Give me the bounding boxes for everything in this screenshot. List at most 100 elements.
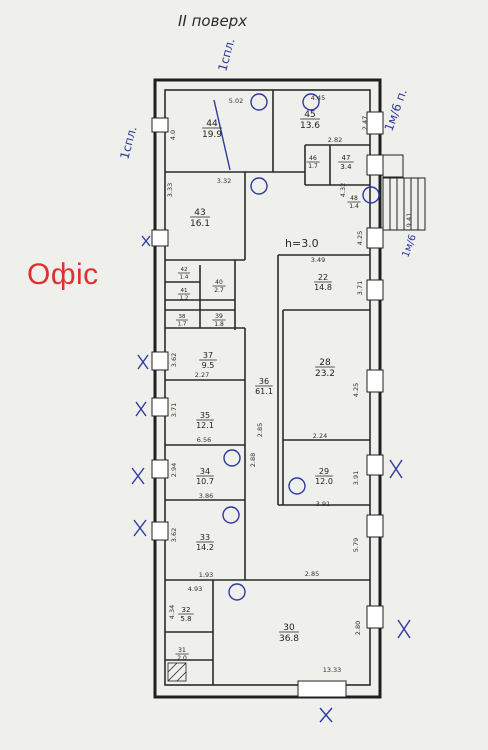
dimension-label: 5.02 <box>229 97 243 105</box>
dimension-label: 5.79 <box>352 538 360 552</box>
margin-note-right-lower: 1м/6 <box>400 233 418 259</box>
dimension-label: 2.88 <box>249 453 257 467</box>
dimension-label: 2.94 <box>170 463 178 477</box>
dimension-label: 2.80 <box>354 621 362 635</box>
dimension-label: 4.25 <box>356 231 364 245</box>
margin-note-top: 1спл. <box>215 37 237 73</box>
dimension-label: 3.86 <box>199 492 213 500</box>
dimension-label: 3.62 <box>170 528 178 542</box>
room-area: 23.2 <box>315 369 335 379</box>
dimension-label: 4.34 <box>168 605 176 619</box>
dimension-label: 4.45 <box>311 94 325 102</box>
room-40: 402.7 <box>212 279 226 294</box>
dimension-label: 2.27 <box>195 371 209 379</box>
dimension-label: 4.93 <box>188 585 202 593</box>
room-area: 1.7 <box>308 163 318 170</box>
room-number: 48 <box>350 195 358 202</box>
room-number: 28 <box>319 358 331 368</box>
room-area: 5.8 <box>180 615 191 623</box>
dimension-label: 6.56 <box>197 436 211 444</box>
room-area: 19.9 <box>202 130 222 140</box>
ceiling-height: h=3.0 <box>285 237 319 250</box>
dimension-label: 1.93 <box>199 571 213 579</box>
room-number: 37 <box>203 351 213 360</box>
room-area: 61.1 <box>255 387 273 396</box>
windows-left <box>151 117 169 541</box>
room-number: 30 <box>283 623 295 633</box>
room-labels: 4419.94513.6461.7473.4481.44316.12214.84… <box>175 110 361 662</box>
room-number: 22 <box>318 273 328 282</box>
room-area: 36.8 <box>279 634 299 644</box>
room-number: 36 <box>259 377 269 386</box>
room-number: 33 <box>200 533 210 542</box>
room-area: 2.7 <box>214 287 224 294</box>
room-48: 481.4 <box>347 195 361 210</box>
dimension-label: 3.91 <box>352 471 360 485</box>
dimension-label: 3.62 <box>170 353 178 367</box>
room-38: 381.7 <box>175 314 189 328</box>
room-number: 41 <box>181 288 188 294</box>
room-area: 1.2 <box>180 296 189 302</box>
dimension-label: 9.41 <box>405 213 413 227</box>
room-area: 1.4 <box>349 203 359 210</box>
dimension-label: 3.91 <box>316 500 330 508</box>
room-46: 461.7 <box>306 155 320 170</box>
room-number: 40 <box>215 279 223 286</box>
pen-marks <box>131 93 411 723</box>
room-area: 3.4 <box>340 163 352 171</box>
room-47: 473.4 <box>338 154 354 171</box>
office-overlay-label: Офіс <box>27 258 99 291</box>
window-bottom <box>297 680 347 698</box>
hatched-shaft <box>167 662 187 682</box>
room-area: 2.0 <box>177 655 187 662</box>
room-number: 31 <box>178 647 186 654</box>
room-area: 10.7 <box>196 477 214 486</box>
room-area: 9.5 <box>202 361 215 370</box>
dimension-label: 2.82 <box>328 136 342 144</box>
room-number: 32 <box>182 606 191 614</box>
room-area: 14.2 <box>196 543 214 552</box>
room-number: 38 <box>179 314 186 320</box>
dimension-label: 2.47 <box>361 116 369 130</box>
room-42: 421.4 <box>177 267 191 281</box>
room-number: 46 <box>309 155 317 162</box>
exterior-stair <box>382 154 426 231</box>
room-number: 43 <box>194 208 205 218</box>
dimension-label: 4.0 <box>169 130 177 140</box>
room-number: 34 <box>200 467 210 476</box>
room-area: 1.7 <box>178 322 187 328</box>
dimension-label: 2.85 <box>305 570 319 578</box>
dimension-label: 3.71 <box>170 403 178 417</box>
room-number: 45 <box>304 110 315 120</box>
room-area: 12.1 <box>196 421 214 430</box>
floor-title: II поверх <box>178 12 247 30</box>
room-number: 47 <box>342 154 351 162</box>
room-37: 379.5 <box>199 351 217 370</box>
room-32: 325.8 <box>178 606 194 623</box>
room-area: 14.8 <box>314 283 332 292</box>
margin-note-right: 1м/6 п. <box>382 87 410 133</box>
dimension-label: 3.71 <box>356 281 364 295</box>
dimension-label: 13.33 <box>323 666 342 674</box>
dimension-label: 3.32 <box>217 177 231 185</box>
room-41: 411.2 <box>177 288 191 302</box>
room-area: 1.8 <box>214 321 224 328</box>
margin-note-left: 1спл. <box>117 125 139 161</box>
room-number: 42 <box>181 267 188 273</box>
room-31: 312.0 <box>175 647 189 662</box>
dimension-label: 3.49 <box>311 256 325 264</box>
room-39: 391.8 <box>212 313 226 328</box>
dimension-label: 3.33 <box>166 183 174 197</box>
interior-walls <box>165 90 370 685</box>
